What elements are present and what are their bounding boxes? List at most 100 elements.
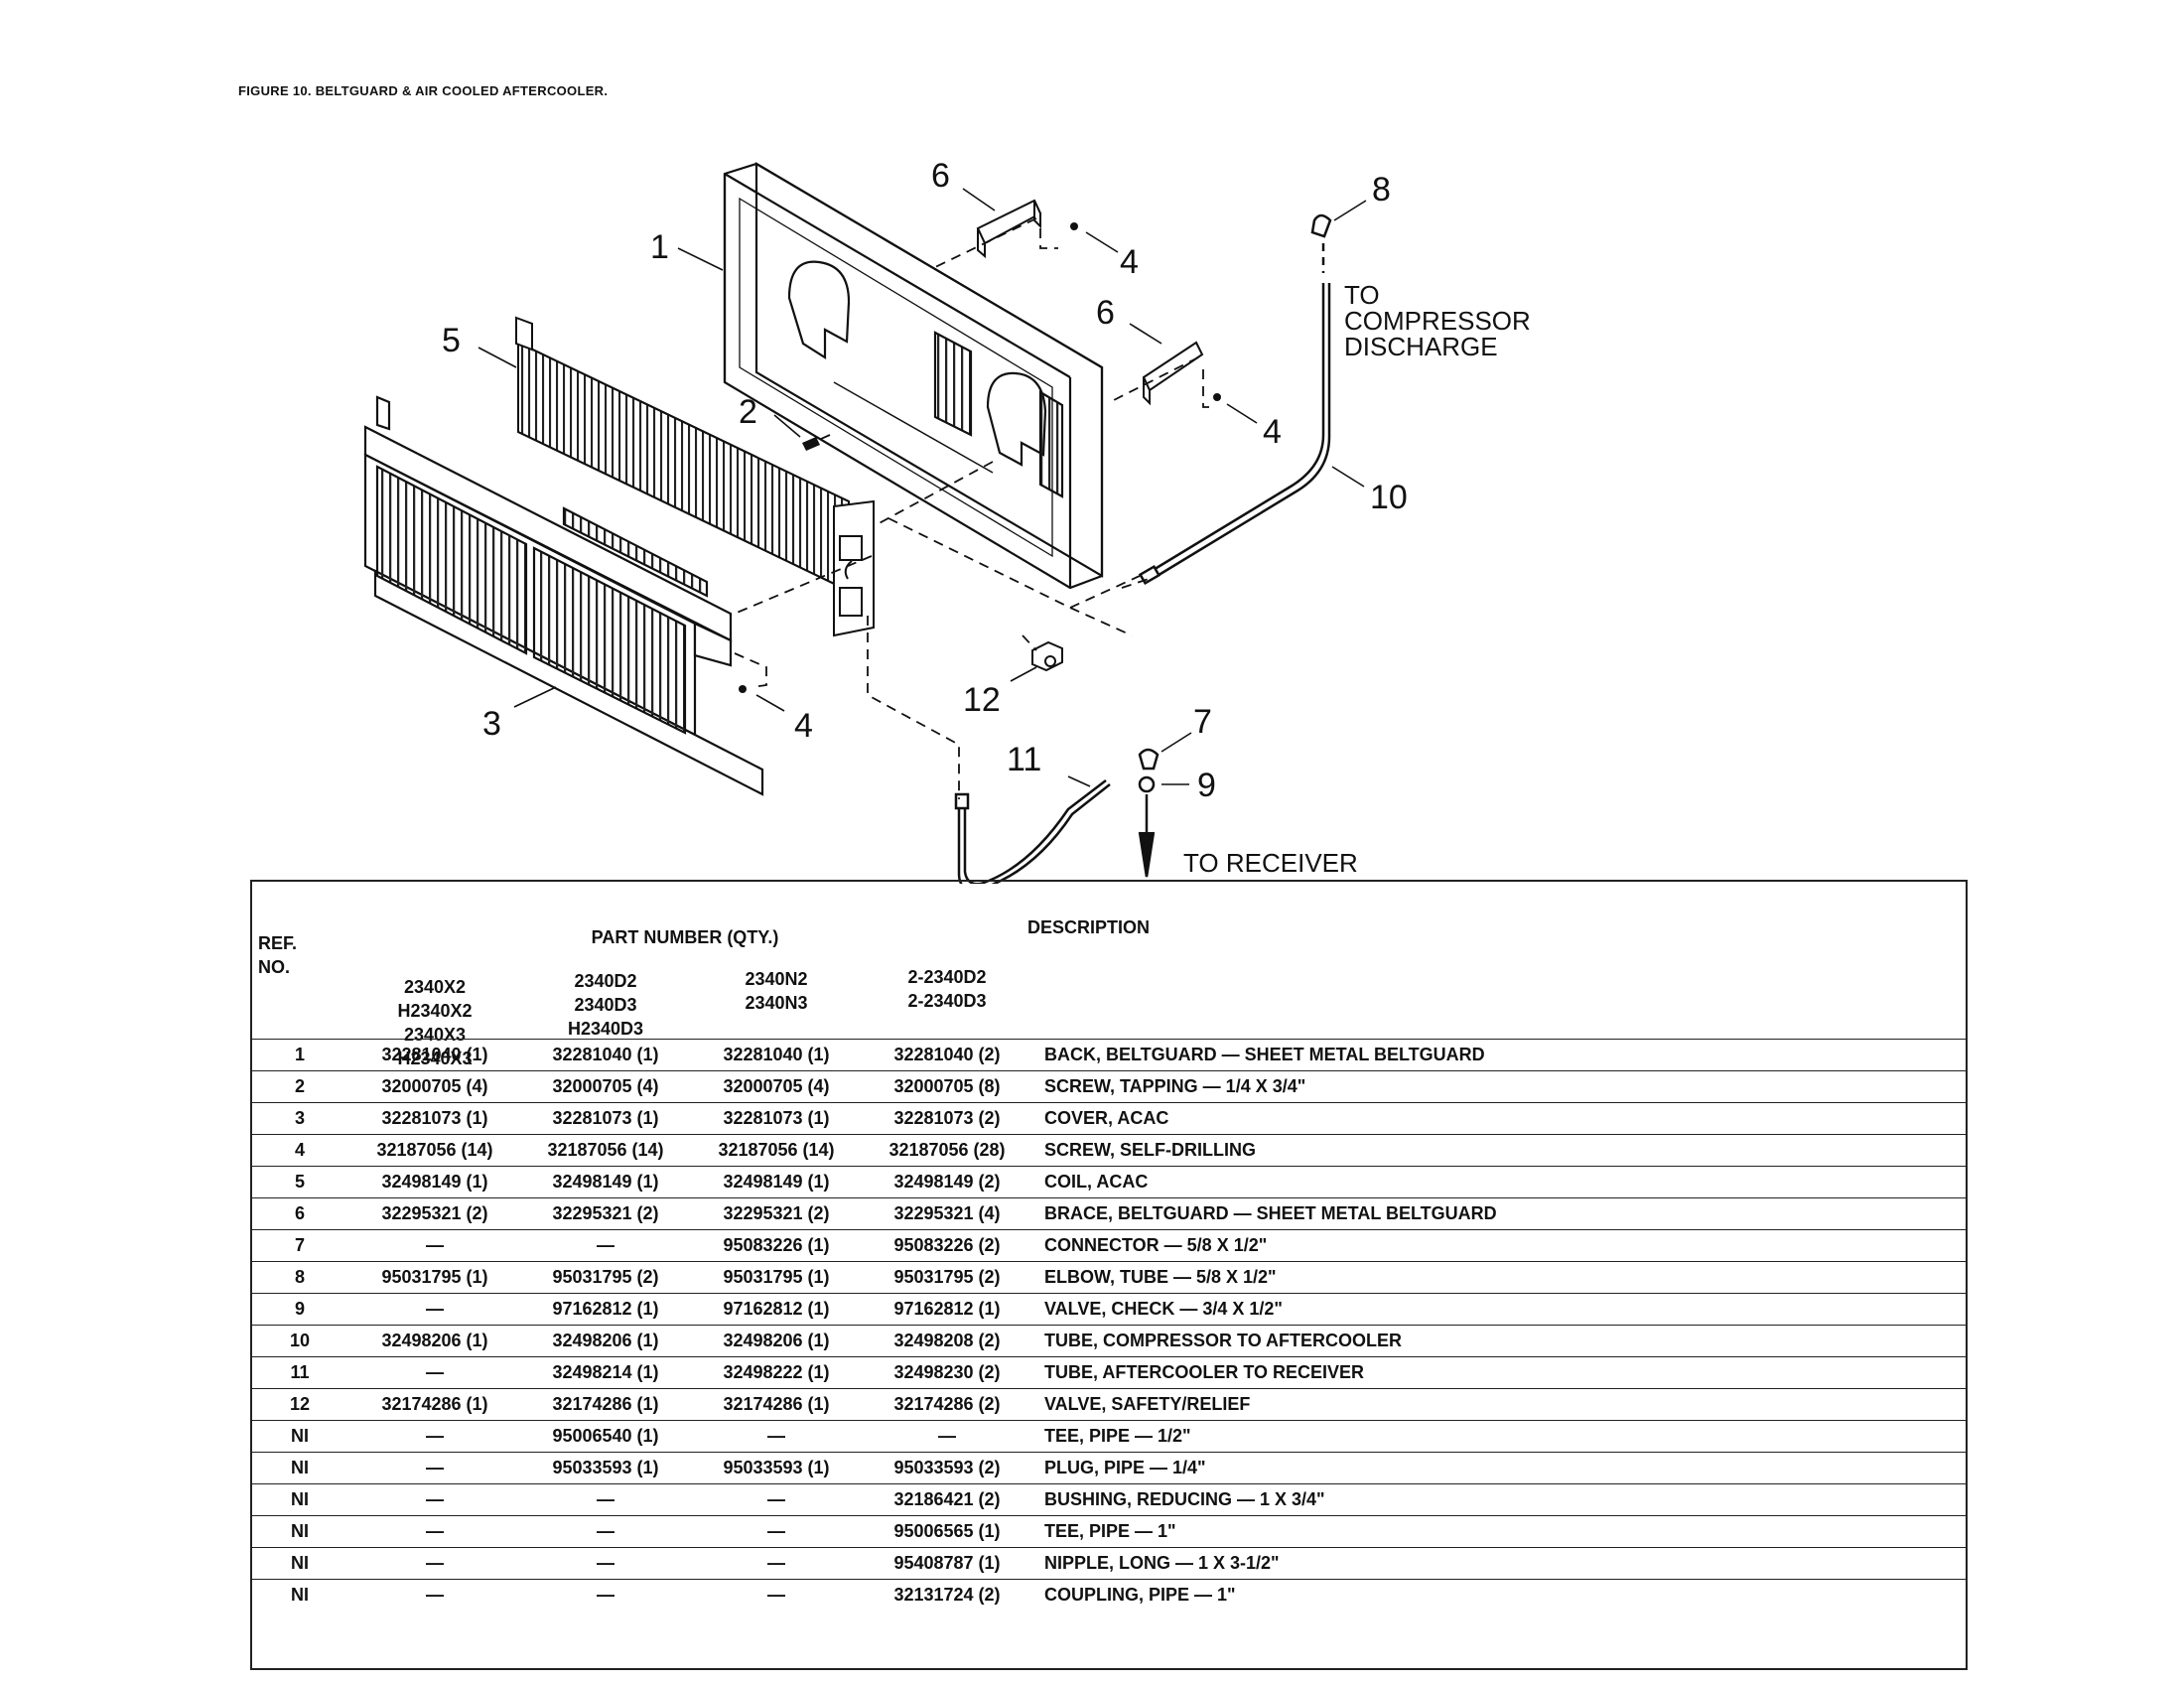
description-cell: TEE, PIPE — 1/2" [1032,1420,1968,1453]
part-number-cell: — [349,1547,520,1580]
part-number-cell: 32174286 (2) [862,1388,1032,1421]
part-number-cell: 32281073 (1) [691,1102,862,1135]
receiver-tube [954,748,1160,884]
part-number-cell: 32295321 (2) [691,1197,862,1230]
ref-cell: 11 [250,1356,349,1389]
part-number-cell: 32174286 (1) [691,1388,862,1421]
aftercooler-coil [515,316,875,637]
part-number-cell: 32187056 (14) [349,1134,520,1167]
header-part-number: PART NUMBER (QTY.) [591,927,779,947]
ref-cell: NI [250,1452,349,1484]
callout-4-top: 4 [1120,243,1139,281]
ref-cell: 2 [250,1070,349,1103]
part-number-cell: 95083226 (2) [862,1229,1032,1262]
callout-leaders [478,188,1367,787]
header-model-col3: 2340N2 2340N3 [691,967,862,1015]
part-number-cell: — [349,1420,520,1453]
part-number-cell: — [349,1452,520,1484]
description-cell: BUSHING, REDUCING — 1 X 3/4" [1032,1483,1968,1516]
model-label: 2-2340D3 [907,991,987,1011]
model-label: 2340D2 [574,971,637,991]
part-number-cell: 95031795 (2) [520,1261,691,1294]
description-cell: COUPLING, PIPE — 1" [1032,1579,1968,1611]
table-row: NI—95033593 (1)95033593 (1)95033593 (2)P… [250,1452,1968,1484]
header-ref-line2: NO. [258,957,291,977]
description-cell: PLUG, PIPE — 1/4" [1032,1452,1968,1484]
header-model-col2: 2340D2 2340D3 H2340D3 [520,969,691,1041]
callout-11: 11 [1007,741,1041,778]
model-label: H2340X2 [397,1001,473,1021]
part-number-cell: — [349,1356,520,1389]
ref-cell: 10 [250,1325,349,1357]
compressor-tube [1138,213,1332,586]
exploded-parts-diagram: 1 2 3 4 4 4 5 6 6 7 8 9 10 11 12 TO COMP… [363,157,1531,884]
model-label: 2340D3 [574,995,637,1015]
ref-cell: 3 [250,1102,349,1135]
ref-cell: NI [250,1547,349,1580]
part-number-cell: 32281073 (1) [349,1102,520,1135]
part-number-cell: 95033593 (2) [862,1452,1032,1484]
note-to-compressor-1: TO [1344,280,1380,310]
part-number-cell: 32000705 (8) [862,1070,1032,1103]
part-number-cell: 32498206 (1) [691,1325,862,1357]
description-cell: VALVE, SAFETY/RELIEF [1032,1388,1968,1421]
part-number-cell: 95033593 (1) [520,1452,691,1484]
part-number-cell: — [691,1483,862,1516]
part-number-cell: 95031795 (1) [349,1261,520,1294]
part-number-cell: 32186421 (2) [862,1483,1032,1516]
table-header-spacer [250,880,1968,1040]
part-number-cell: 32295321 (4) [862,1197,1032,1230]
model-label: 2340N3 [745,993,808,1013]
callout-5: 5 [442,322,461,359]
ref-cell: 1 [250,1039,349,1071]
part-number-cell: 95031795 (1) [691,1261,862,1294]
header-description: DESCRIPTION [1027,917,1151,937]
ref-cell: 9 [250,1293,349,1326]
note-to-compressor-3: DISCHARGE [1344,332,1498,361]
table-row: NI———32131724 (2)COUPLING, PIPE — 1" [250,1579,1968,1611]
part-number-cell: 95006540 (1) [520,1420,691,1453]
part-number-cell: — [349,1579,520,1611]
part-number-cell: 32498208 (2) [862,1325,1032,1357]
part-number-cell: 32498222 (1) [691,1356,862,1389]
part-number-cell: 32498230 (2) [862,1356,1032,1389]
header-ref: REF. NO. [258,931,338,979]
ref-cell: NI [250,1420,349,1453]
part-number-cell: 32000705 (4) [691,1070,862,1103]
figure-title: FIGURE 10. BELTGUARD & AIR COOLED AFTERC… [238,83,609,98]
model-label: H2340D3 [567,1019,644,1039]
part-number-cell: — [520,1515,691,1548]
description-cell: TEE, PIPE — 1" [1032,1515,1968,1548]
part-number-cell: — [691,1420,862,1453]
table-row: 9—97162812 (1)97162812 (1)97162812 (1)VA… [250,1293,1968,1326]
table-row: NI———95408787 (1)NIPPLE, LONG — 1 X 3-1/… [250,1547,1968,1580]
description-cell: TUBE, COMPRESSOR TO AFTERCOOLER [1032,1325,1968,1357]
callout-8: 8 [1372,171,1391,209]
part-number-cell: 32281040 (1) [691,1039,862,1071]
part-number-cell: 97162812 (1) [691,1293,862,1326]
header-model-col4: 2-2340D2 2-2340D3 [862,965,1032,1013]
ref-cell: NI [250,1515,349,1548]
description-cell: TUBE, AFTERCOOLER TO RECEIVER [1032,1356,1968,1389]
table-row: NI—95006540 (1)——TEE, PIPE — 1/2" [250,1420,1968,1453]
part-number-cell: 32174286 (1) [349,1388,520,1421]
part-number-cell: 32187056 (28) [862,1134,1032,1167]
callout-7: 7 [1193,703,1212,741]
note-to-receiver: TO RECEIVER [1183,848,1358,878]
description-cell: BACK, BELTGUARD — SHEET METAL BELTGUARD [1032,1039,1968,1071]
ref-cell: 12 [250,1388,349,1421]
part-number-cell: 32000705 (4) [520,1070,691,1103]
callout-4-right: 4 [1263,413,1282,451]
part-number-cell: — [349,1483,520,1516]
part-number-cell: — [520,1483,691,1516]
callout-9: 9 [1197,767,1216,804]
part-number-cell: — [862,1420,1032,1453]
assembly-dashed-lines [729,217,1211,799]
